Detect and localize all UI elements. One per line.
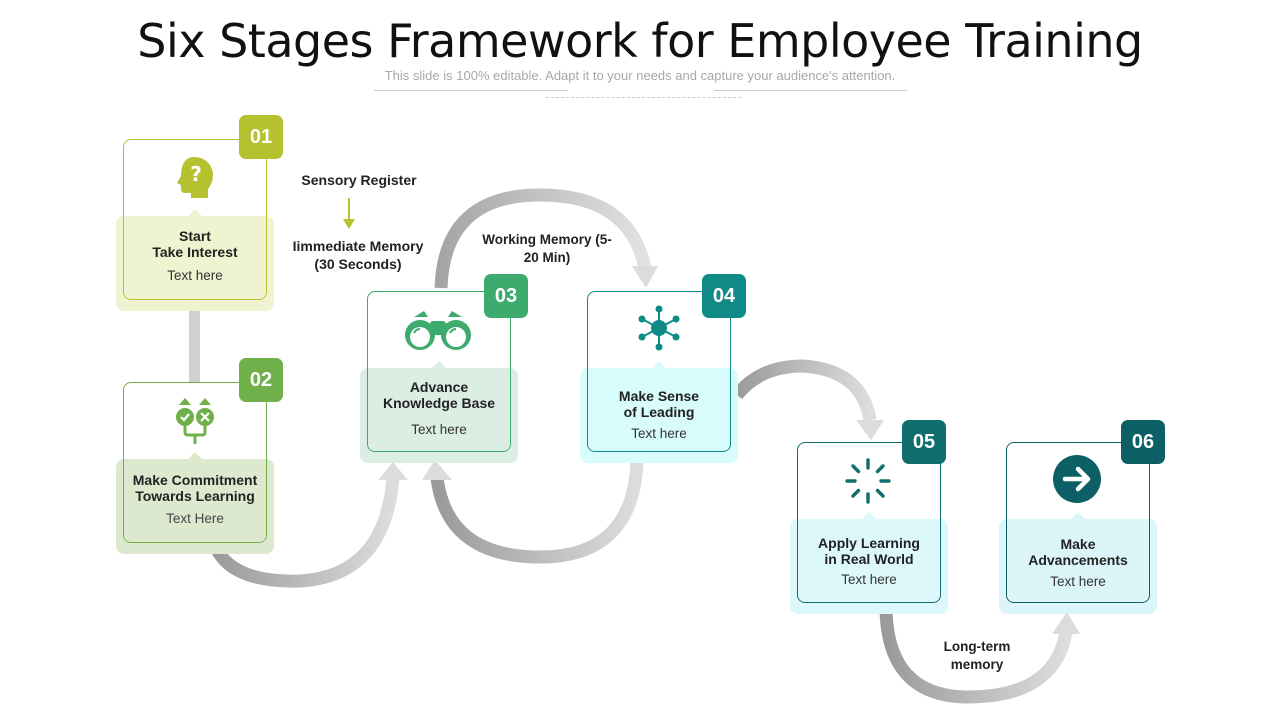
stage-04-text: Text here	[631, 426, 687, 441]
divider-right	[714, 90, 907, 91]
slide-subtitle: This slide is 100% editable. Adapt it to…	[384, 68, 896, 83]
arc-05-06	[879, 609, 1073, 704]
decision-arrows-icon	[176, 398, 214, 444]
stage-05-badge: 05	[902, 420, 946, 464]
arc-04-03	[430, 461, 644, 564]
arc-02-03	[208, 477, 400, 588]
stage-card-03: Advance Knowledge Base Text here	[360, 291, 518, 463]
stage-card-06: Make Advancements Text here	[999, 442, 1157, 614]
svg-text:?: ?	[190, 162, 202, 186]
sensory-arrow-head	[343, 219, 355, 229]
stage-card-01: ? Start Take Interest Text here	[116, 139, 274, 311]
annotation-working-memory: Working Memory (5- 20 Min)	[482, 232, 612, 265]
stage-02-text: Text Here	[166, 511, 224, 526]
stage-06-text: Text here	[1050, 574, 1106, 589]
connector-01-02	[189, 308, 200, 388]
annotation-long-term-memory: Long-term memory	[943, 639, 1011, 672]
stage-02-label: Make Commitment Towards Learning	[132, 472, 258, 504]
arrowhead-04-05	[856, 420, 884, 440]
arrow-right-circle-icon	[1053, 455, 1101, 503]
stage-06-badge: 06	[1121, 420, 1165, 464]
stage-card-02: Make Commitment Towards Learning Text He…	[116, 382, 274, 554]
divider-center	[546, 97, 741, 98]
stage-03-label: Advance Knowledge Base	[382, 379, 496, 411]
annotation-sensory-register: Sensory Register	[301, 172, 417, 188]
arc-03-04	[434, 188, 652, 289]
stage-05-label: Apply Learning in Real World	[818, 535, 920, 567]
stage-card-05: Apply Learning in Real World Text here	[790, 442, 948, 614]
slide-title: Six Stages Framework for Employee Traini…	[137, 14, 1143, 68]
stage-03-badge: 03	[484, 274, 528, 318]
annotation-immediate-memory: Iimmediate Memory (30 Seconds)	[292, 238, 424, 272]
stage-06-label: Make Advancements	[1028, 536, 1128, 568]
divider-left	[374, 90, 568, 91]
loading-spinner-icon	[845, 458, 891, 504]
stage-04-badge: 04	[702, 274, 746, 318]
network-icon	[638, 305, 680, 351]
stage-01-text: Text here	[167, 268, 223, 283]
arrowhead-03-04	[632, 266, 658, 288]
arrowhead-04-03	[422, 460, 452, 480]
stage-01-badge: 01	[239, 115, 283, 159]
arc-04-05	[731, 359, 877, 422]
stage-04-label: Make Sense of Leading	[618, 388, 700, 420]
arrowhead-05-06	[1052, 612, 1080, 634]
stage-01-label: Start Take Interest	[152, 228, 238, 260]
arrowhead-02-03	[378, 462, 408, 480]
head-question-icon: ?	[177, 157, 213, 198]
stage-03-text: Text here	[411, 422, 467, 437]
stage-05-text: Text here	[841, 572, 897, 587]
binoculars-icon	[405, 311, 471, 350]
stage-02-badge: 02	[239, 358, 283, 402]
